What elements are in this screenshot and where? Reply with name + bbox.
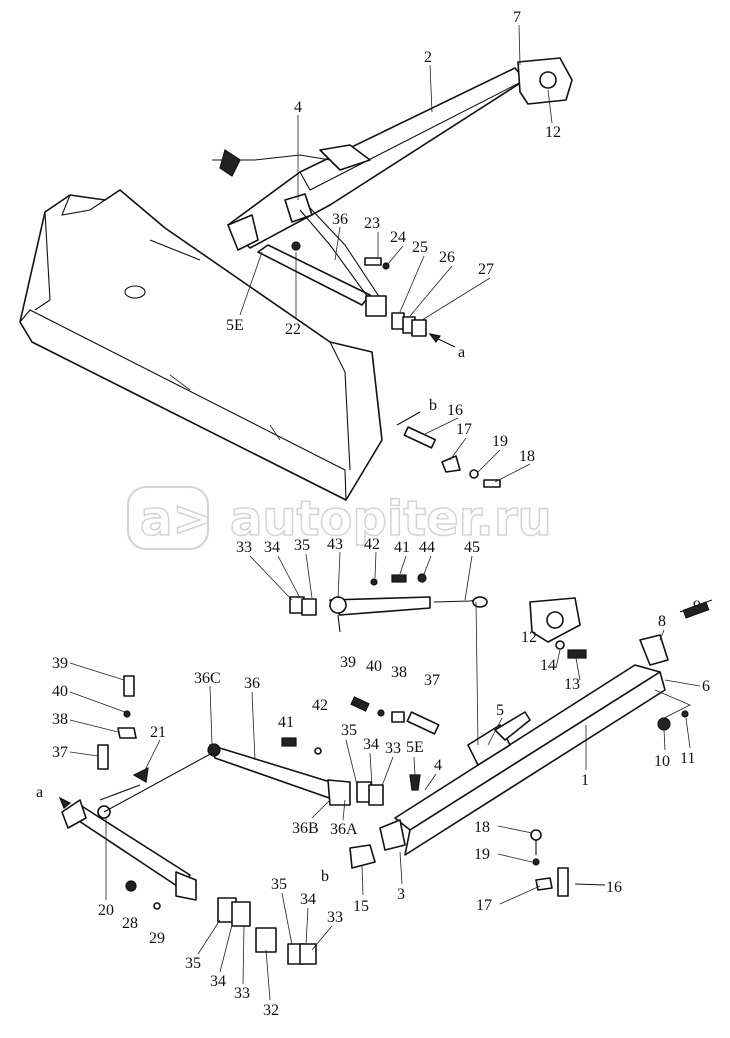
label-part-35: 35 xyxy=(294,537,310,554)
label-part-10: 10 xyxy=(654,753,670,770)
label-part-17: 17 xyxy=(456,421,472,438)
label-part-43: 43 xyxy=(327,536,343,553)
label-part-44: 44 xyxy=(419,539,435,556)
label-part-5: 5 xyxy=(496,702,504,719)
label-part-32: 32 xyxy=(263,1002,279,1019)
label-part-35: 35 xyxy=(185,955,201,972)
label-part-9: 9 xyxy=(693,598,701,615)
label-part-40: 40 xyxy=(366,658,382,675)
label-part-42: 42 xyxy=(312,697,328,714)
label-part-29: 29 xyxy=(149,930,165,947)
label-part-33: 33 xyxy=(385,740,401,757)
label-part-34: 34 xyxy=(210,973,226,990)
label-part-36: 36 xyxy=(244,675,260,692)
label-part-16: 16 xyxy=(606,879,622,896)
label-part-21: 21 xyxy=(150,724,166,741)
label-part-4: 4 xyxy=(294,99,302,116)
label-part-33: 33 xyxy=(234,985,250,1002)
upper-frame xyxy=(212,57,573,348)
label-arrow-a: a xyxy=(458,344,465,361)
small-parts xyxy=(217,696,606,965)
label-part-45: 45 xyxy=(464,539,480,556)
label-part-6: 6 xyxy=(702,678,710,695)
label-part-42: 42 xyxy=(364,536,380,553)
label-part-27: 27 xyxy=(478,261,494,278)
label-part-35: 35 xyxy=(341,722,357,739)
label-part-34: 34 xyxy=(300,891,316,908)
label-part-7: 7 xyxy=(513,9,521,26)
label-part-19: 19 xyxy=(492,433,508,450)
label-part-8: 8 xyxy=(658,613,666,630)
label-part-28: 28 xyxy=(122,915,138,932)
label-part-35: 35 xyxy=(271,876,287,893)
label-part-34: 34 xyxy=(363,736,379,753)
watermark: a> autopiter.ru xyxy=(127,486,552,550)
label-part-26: 26 xyxy=(439,249,455,266)
label-part-18: 18 xyxy=(474,819,490,836)
label-part-14: 14 xyxy=(540,657,556,674)
label-part-33: 33 xyxy=(236,539,252,556)
label-part-4: 4 xyxy=(434,757,442,774)
label-part-11: 11 xyxy=(680,750,695,767)
part-number-labels: 7 2 12 4 36 23 24 25 26 27 a 5E 22 b 16 … xyxy=(36,9,710,1019)
label-part-41: 41 xyxy=(394,539,410,556)
label-part-36A: 36A xyxy=(330,821,358,838)
label-part-38: 38 xyxy=(391,664,407,681)
label-part-23: 23 xyxy=(364,215,380,232)
label-part-24: 24 xyxy=(390,229,406,246)
dozer-blade xyxy=(19,189,383,501)
leader-lines xyxy=(69,24,701,1001)
label-part-39: 39 xyxy=(340,654,356,671)
label-part-40: 40 xyxy=(52,683,68,700)
label-part-36: 36 xyxy=(332,211,348,228)
lower-brace xyxy=(58,675,351,910)
watermark-logo xyxy=(127,486,209,550)
label-part-37: 37 xyxy=(52,744,68,761)
label-part-5E: 5E xyxy=(226,317,244,334)
label-part-1: 1 xyxy=(581,772,589,789)
label-part-34: 34 xyxy=(264,539,280,556)
label-part-20: 20 xyxy=(98,902,114,919)
label-part-5E: 5E xyxy=(406,739,424,756)
label-part-36B: 36B xyxy=(292,820,319,837)
pin-assembly-upper xyxy=(396,411,501,488)
watermark-text: autopiter.ru xyxy=(230,491,552,547)
watermark-logo-text: a> xyxy=(140,491,213,547)
label-part-39: 39 xyxy=(52,655,68,672)
label-arrow-b: b xyxy=(429,397,437,414)
label-part-41: 41 xyxy=(278,714,294,731)
label-part-25: 25 xyxy=(412,239,428,256)
label-part-12: 12 xyxy=(545,124,561,141)
label-part-13: 13 xyxy=(564,676,580,693)
label-arrow-a: a xyxy=(36,784,43,801)
label-part-36C: 36C xyxy=(194,670,221,687)
label-part-19: 19 xyxy=(474,846,490,863)
label-part-22: 22 xyxy=(285,321,301,338)
label-part-2: 2 xyxy=(424,49,432,66)
label-part-15: 15 xyxy=(353,898,369,915)
label-part-18: 18 xyxy=(519,448,535,465)
label-part-16: 16 xyxy=(447,402,463,419)
link-assembly xyxy=(289,573,488,633)
lower-frame xyxy=(379,597,713,856)
label-part-12: 12 xyxy=(521,629,537,646)
label-arrow-b: b xyxy=(321,868,329,885)
label-part-17: 17 xyxy=(476,897,492,914)
label-part-38: 38 xyxy=(52,711,68,728)
label-part-3: 3 xyxy=(397,886,405,903)
label-part-33: 33 xyxy=(327,909,343,926)
label-part-37: 37 xyxy=(424,672,440,689)
